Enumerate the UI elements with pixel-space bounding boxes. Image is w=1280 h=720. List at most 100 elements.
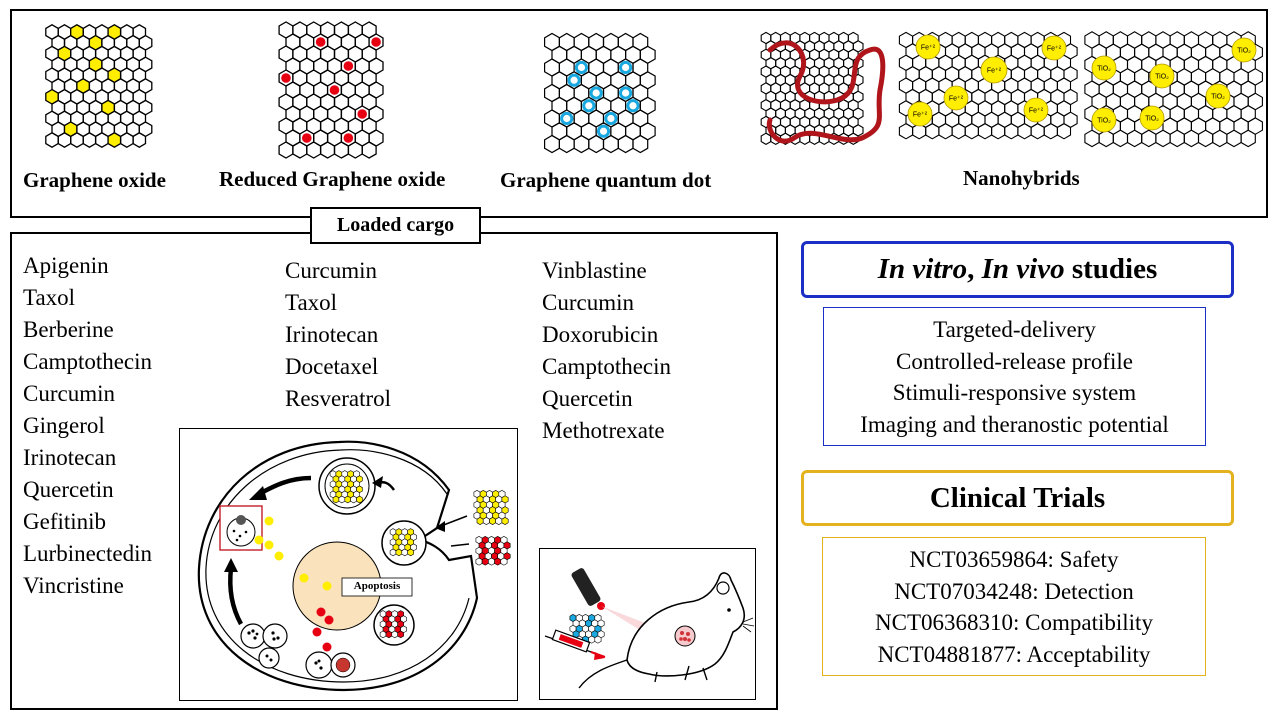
- list-item: Irinotecan: [285, 322, 379, 347]
- lattice-dot: [329, 85, 340, 95]
- nanoparticle-hexagon: [489, 517, 496, 525]
- lattice-hexagon: [925, 122, 940, 140]
- list-item: NCT06368310: Compatibility: [875, 610, 1153, 635]
- nanoparticle-label: Fe⁺²: [949, 96, 964, 103]
- lattice-hexagon: [951, 122, 966, 140]
- list-item: Curcumin: [542, 290, 634, 315]
- nanoparticle-label: Fe⁺²: [1029, 108, 1044, 115]
- nanoparticle-hexagon: [475, 557, 483, 566]
- studies-title: In vitro, In vivo studies: [878, 253, 1158, 286]
- nanohybrid-polymer-illustration: [760, 31, 886, 146]
- nanoparticle-hexagon: [350, 495, 357, 504]
- reduced-graphene-oxide-illustration: [278, 21, 384, 159]
- nanoparticle-dot: [1231, 37, 1257, 63]
- lattice-hexagon: [558, 134, 575, 154]
- graphene-quantum-dot-label: Graphene quantum dot: [500, 168, 712, 192]
- list-item: NCT07034248: Detection: [894, 578, 1134, 604]
- lattice-hexagon: [57, 132, 72, 148]
- lattice-hexagon: [82, 132, 97, 148]
- lattice-hexagon: [70, 132, 84, 148]
- lattice-hexagon: [602, 134, 619, 154]
- lattice-hexagon: [1043, 122, 1058, 140]
- lattice-dot: [582, 99, 596, 113]
- list-item: Vincristine: [23, 573, 124, 598]
- nanoparticle-hexagon: [389, 548, 397, 557]
- lattice-dot: [371, 37, 381, 47]
- list-item: Quercetin: [23, 477, 114, 502]
- nanoparticle-dot: [1023, 97, 1049, 123]
- nanoparticle-dot: [1205, 83, 1231, 109]
- lattice-dot: [343, 133, 354, 143]
- lattice-hexagon: [107, 132, 122, 148]
- graphene-quantum-dot-illustration: [544, 32, 656, 154]
- lattice-dot: [619, 86, 633, 100]
- nanoparticle-dot: [1139, 105, 1165, 131]
- nanoparticle-hexagon: [332, 495, 340, 504]
- lattice-dot: [357, 109, 368, 119]
- nanoparticle-hexagon: [594, 635, 602, 644]
- nanoparticle-hexagon: [344, 495, 351, 504]
- lattice-hexagon: [632, 134, 649, 154]
- nanoparticle-hexagon: [500, 557, 508, 566]
- nanoparticle-label: TiO₂: [1145, 116, 1159, 123]
- lattice-hexagon: [361, 141, 377, 159]
- nanoparticle-hexagon: [482, 517, 490, 525]
- lattice-hexagon: [964, 122, 979, 140]
- list-item: Docetaxel: [285, 354, 379, 379]
- nanoparticle-label: TiO₂: [1211, 94, 1225, 101]
- nanoparticle-hexagon: [401, 548, 408, 557]
- nanoparticle-label: TiO₂: [1097, 118, 1111, 125]
- nanoparticle-hexagon: [397, 630, 404, 639]
- graphene-oxide-illustration: [45, 24, 153, 148]
- nanoparticle-hexagon: [395, 548, 403, 557]
- list-item: Stimuli-responsive system: [892, 380, 1137, 405]
- lattice-hexagon: [938, 122, 953, 140]
- cargo-column-3: Vinblastine Curcumin Doxorubicin Camptot…: [542, 255, 671, 447]
- trials-title: Clinical Trials: [929, 481, 1106, 514]
- nanoparticle-dot: [980, 56, 1008, 84]
- nanoparticle-label: Fe⁺²: [987, 68, 1002, 75]
- cargo-title-box: Loaded cargo: [310, 207, 481, 244]
- lattice-dot: [596, 124, 611, 138]
- list-item: Resveratrol: [285, 386, 392, 411]
- nanoparticle-hexagon: [385, 630, 393, 639]
- nanoparticle-hexagon: [481, 557, 489, 566]
- apoptosis-label: Apoptosis: [353, 580, 401, 592]
- list-item: Doxorubicin: [542, 322, 659, 347]
- lattice-dot: [315, 37, 326, 47]
- list-item: Vinblastine: [542, 258, 647, 283]
- lattice-hexagon: [119, 132, 134, 148]
- nanoparticle-hexagon: [407, 548, 414, 557]
- list-item: Camptothecin: [542, 354, 672, 379]
- lattice-dot: [619, 60, 633, 75]
- cargo-column-1: Apigenin Taxol Berberine Camptothecin Cu…: [23, 250, 152, 602]
- nanoparticle-dot: [907, 101, 933, 127]
- lattice-dot: [301, 133, 312, 143]
- lattice-hexagon: [588, 134, 605, 154]
- list-item: Gefitinib: [23, 509, 107, 534]
- lattice-hexagon: [1240, 129, 1256, 148]
- list-item: Taxol: [23, 285, 76, 310]
- nanoparticle-hexagon: [476, 517, 484, 525]
- nanoparticle-label: Fe⁺²: [913, 112, 928, 119]
- lattice-hexagon: [1017, 122, 1032, 140]
- nanoparticle-dot: [915, 34, 941, 60]
- nanoparticle-hexagon: [495, 517, 503, 525]
- list-item: Imaging and theranostic potential: [860, 411, 1169, 437]
- list-item: Irinotecan: [23, 445, 117, 470]
- studies-title-rest: studies: [1064, 253, 1158, 285]
- nanoparticle-dot: [1149, 63, 1175, 89]
- list-item: Curcumin: [285, 258, 377, 283]
- nanoparticle-hexagon: [356, 495, 363, 504]
- list-item: Camptothecin: [23, 349, 153, 374]
- lattice-dot: [604, 111, 618, 126]
- nanohybrids-label: Nanohybrids: [963, 166, 1080, 190]
- list-item: Lurbinectedin: [23, 541, 153, 566]
- lattice-hexagon: [617, 134, 634, 154]
- lattice-hexagon: [847, 132, 859, 146]
- lattice-dot: [574, 60, 589, 75]
- nanoparticle-dot: [943, 85, 969, 111]
- list-item: Quercetin: [542, 386, 633, 411]
- nanoparticle-dot: [1041, 35, 1067, 61]
